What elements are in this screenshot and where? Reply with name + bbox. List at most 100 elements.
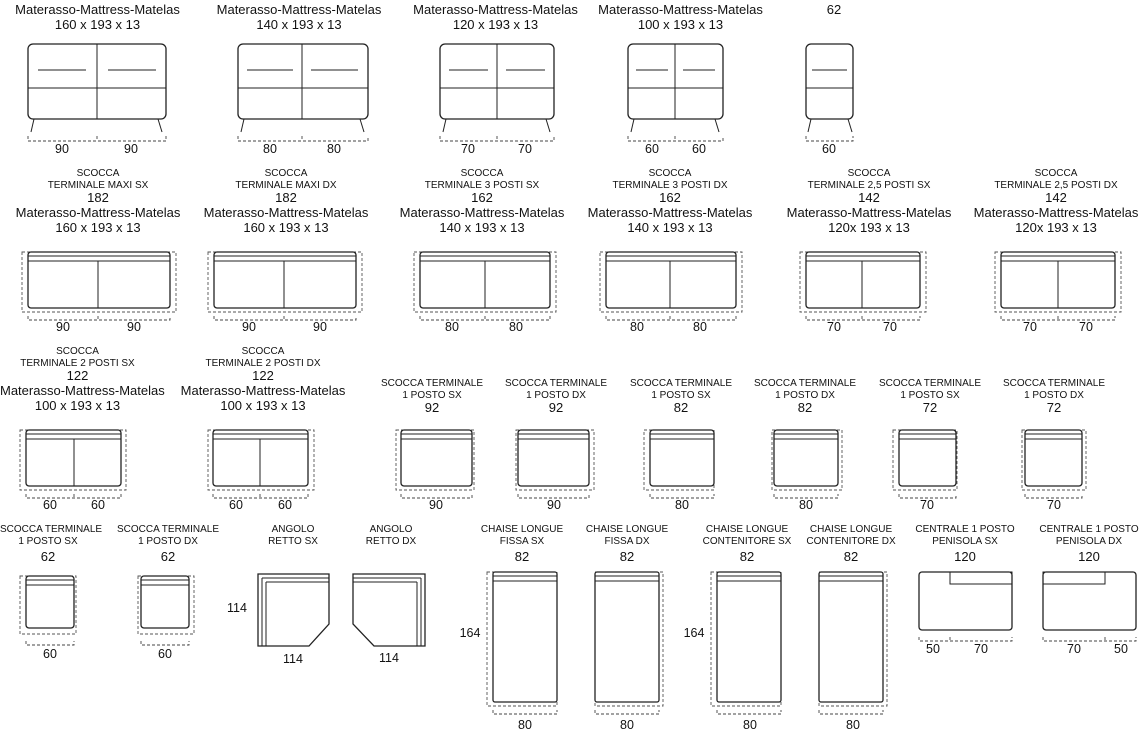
dim-label: 80 [846, 718, 860, 732]
dim-label: 80 [518, 718, 532, 732]
sofa-front-140 [237, 43, 369, 142]
dim-label: 60 [692, 142, 706, 156]
dim-label: 164 [683, 626, 705, 640]
corner-module-dx [352, 573, 426, 647]
dim-label: 60 [43, 647, 57, 661]
module-top-142-dx [994, 251, 1122, 321]
dim-label: 90 [124, 142, 138, 156]
module-top-82-sx [643, 429, 715, 499]
dim-label: 80 [799, 498, 813, 512]
module-top-162-sx [413, 251, 557, 321]
chaise-fissa-dx [594, 571, 664, 715]
sofa-front-100 [627, 43, 724, 142]
chaise-fissa-sx [486, 571, 558, 715]
penisola-sx [918, 571, 1013, 642]
dim-label: 90 [127, 320, 141, 334]
module-top-182-sx [21, 251, 177, 321]
module-top-72-sx [892, 429, 958, 499]
dim-label: 60 [229, 498, 243, 512]
module-top-82-dx [771, 429, 843, 499]
dim-label: 60 [43, 498, 57, 512]
dim-label: 60 [91, 498, 105, 512]
dim-label: 70 [1047, 498, 1061, 512]
dim-label: 80 [630, 320, 644, 334]
dim-label: 80 [743, 718, 757, 732]
module-top-162-dx [599, 251, 743, 321]
chaise-contenitore-dx [818, 571, 888, 715]
dim-label: 80 [693, 320, 707, 334]
dim-label: 70 [1067, 642, 1081, 656]
armchair-width: 62 [826, 2, 842, 17]
dim-label: 70 [883, 320, 897, 334]
module-top-142-sx [799, 251, 927, 321]
dim-label: 80 [675, 498, 689, 512]
module-top-122-sx [19, 429, 127, 499]
dim-label: 90 [56, 320, 70, 334]
corner-module-sx [257, 573, 330, 647]
module-top-182-dx [207, 251, 363, 321]
module-top-62-dx [137, 575, 195, 646]
sofa-front-120 [439, 43, 555, 142]
dim-label: 90 [242, 320, 256, 334]
dim-label: 80 [327, 142, 341, 156]
armchair-front-62 [805, 43, 854, 142]
dim-label: 90 [547, 498, 561, 512]
dim-label: 60 [278, 498, 292, 512]
dim-label: 60 [822, 142, 836, 156]
dim-label: 80 [263, 142, 277, 156]
dim-label: 114 [227, 601, 247, 615]
dim-label: 70 [1023, 320, 1037, 334]
dim-label: 60 [645, 142, 659, 156]
module-top-92-sx [395, 429, 475, 499]
dim-label: 70 [461, 142, 475, 156]
module-top-92-dx [515, 429, 595, 499]
penisola-dx [1042, 571, 1137, 642]
dim-label: 90 [313, 320, 327, 334]
dim-label: 70 [920, 498, 934, 512]
dim-label: 114 [283, 652, 303, 666]
dim-label: 164 [459, 626, 481, 640]
dim-label: 90 [429, 498, 443, 512]
sofa-front-160 [27, 43, 167, 142]
dim-label: 80 [620, 718, 634, 732]
dim-label: 90 [55, 142, 69, 156]
dim-label: 50 [926, 642, 940, 656]
module-top-72-dx [1021, 429, 1087, 499]
dim-label: 80 [445, 320, 459, 334]
dim-label: 50 [1114, 642, 1128, 656]
dim-label: 80 [509, 320, 523, 334]
module-top-62-sx [19, 575, 77, 646]
chaise-contenitore-sx [710, 571, 782, 715]
dim-label: 60 [158, 647, 172, 661]
module-top-122-dx [207, 429, 315, 499]
dim-label: 70 [827, 320, 841, 334]
dim-label: 70 [974, 642, 988, 656]
